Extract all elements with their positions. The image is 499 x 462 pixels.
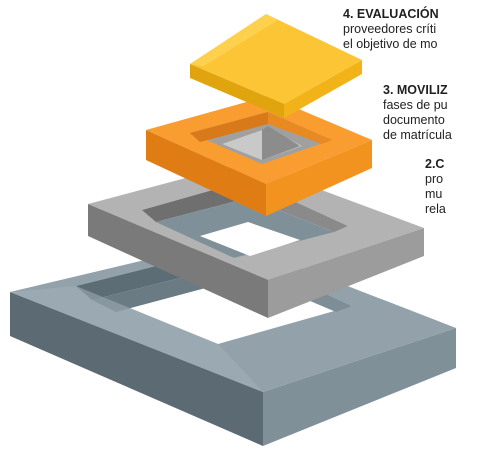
level-2-line-3: rela (425, 202, 446, 216)
level-2-frame (88, 162, 424, 318)
level-4-title: 4. EVALUACIÓN (343, 7, 439, 21)
level-4-line-1: proveedores críti (343, 22, 437, 36)
level-4-line-2: el objetivo de mo (343, 37, 438, 51)
level-4-caption: 4. EVALUACIÓN proveedores críti el objet… (343, 7, 439, 52)
level-3-frame (146, 96, 372, 216)
level-4-block (190, 14, 362, 118)
level-3-title: 3. MOVILIZ (383, 83, 448, 97)
level-3-caption: 3. MOVILIZ fases de pu documento de matr… (383, 83, 452, 143)
level-3-line-3: de matrícula (383, 128, 452, 142)
level-2-caption: 2.C pro mu rela (425, 157, 446, 217)
level-2-line-1: pro (425, 172, 444, 186)
level-2-line-2: mu (425, 187, 443, 201)
level-2-title: 2.C (425, 157, 445, 171)
level-3-line-2: documento (383, 113, 445, 127)
level-3-line-1: fases de pu (383, 98, 448, 112)
